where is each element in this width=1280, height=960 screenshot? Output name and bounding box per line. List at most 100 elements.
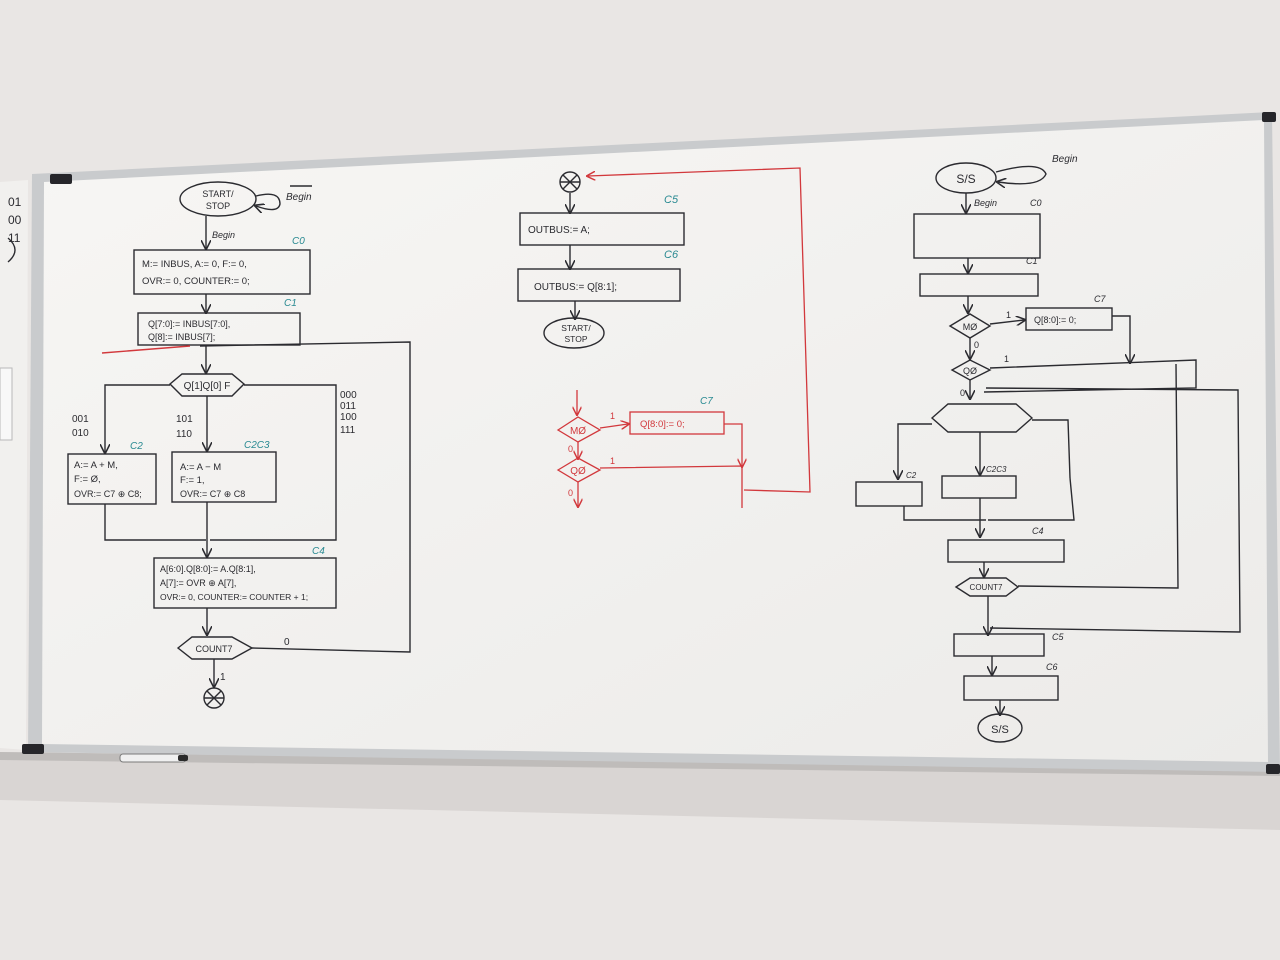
right-c7-tag: C7 [1094,294,1106,304]
red-q0-decision [556,457,602,483]
c2-line-3: OVR:= C7 ⊕ C8; [74,489,142,499]
c2c3-tag: C2C3 [244,440,270,451]
right-c2-tag: C2 [906,471,917,480]
right-begin-loop-label: Begin [1052,154,1078,165]
codes-left-1: 001 [72,414,89,425]
left-board-surface [0,180,28,750]
c2c3-line-3: OVR:= C7 ⊕ C8 [180,489,245,499]
q-decision-label: Q[1]Q[0] F [184,381,231,392]
right-c0-tag: C0 [1030,198,1042,208]
start-label-2: STOP [206,201,230,211]
red-q0-label: QØ [570,466,586,477]
c5-text: OUTBUS:= A; [528,225,590,236]
start-connector-icon [559,171,581,193]
fragment-line-3: 11 [8,231,21,245]
start-stop-node [179,181,257,217]
right-q0-label: QØ [963,366,977,376]
red-m0-label: MØ [570,426,586,437]
red-c7-box [629,411,725,435]
end-connector-icon [203,687,225,709]
c2c3-line-1: A:= A − M [180,462,221,473]
stop-node [543,317,605,349]
right-end-label: S/S [991,724,1009,736]
c2-box [67,453,157,505]
board-corner-clip-br [1266,764,1280,774]
c5-tag: C5 [664,194,679,206]
codes-right-3: 100 [340,412,357,423]
count7-label: COUNT7 [195,644,232,654]
right-flowchart: S/S Begin Begin C0 C1 MØ 1 Q[8:0]:= 0; C… [855,154,1241,743]
c2c3-line-2: F:= 1, [180,475,205,486]
right-count7-node [954,577,1020,597]
right-begin-arrow-label: Begin [974,198,997,208]
c2-line-2: F:= Ø, [74,474,101,485]
right-c4-box [947,539,1065,563]
count-zero-label: 0 [284,637,290,648]
begin-loop-label: Begin [286,192,312,203]
whiteboard-surface [42,120,1268,762]
begin-arrow-label: Begin [212,230,235,240]
right-c2c3-box [941,475,1017,499]
right-begin-loop [996,165,1047,183]
count-loop-back [199,341,411,653]
red-m0-decision [556,416,602,443]
right-main-decision [930,403,1034,433]
c2-line-1: A:= A + M, [74,460,118,471]
c4-line-3: OVR:= 0, COUNTER:= COUNTER + 1; [160,592,308,602]
begin-loop [256,193,281,209]
right-c6-box [963,675,1059,701]
q-decision-node [168,373,246,397]
right-zero-m: 0 [974,340,979,350]
tray-edge [0,752,1280,776]
right-c1-box [919,273,1039,297]
c1-line-1: Q[7:0]:= INBUS[7:0], [148,319,230,329]
right-c1-tag: C1 [1026,256,1038,266]
red-c7-tag: C7 [700,396,713,407]
stop-label-1: START/ [561,323,591,333]
right-c7-text: Q[8:0]:= 0; [1034,315,1076,325]
right-one-q: 1 [1004,354,1009,364]
board-corner-clip-tr [1262,112,1276,122]
c0-box [133,249,311,295]
c2-tag: C2 [130,441,143,452]
right-m0-decision [948,313,992,339]
c0-line-1: M:= INBUS, A:= 0, F:= 0, [142,259,247,270]
right-end-node [977,713,1023,743]
codes-left-2: 010 [72,428,89,439]
right-c0-box [913,213,1041,259]
right-c7-box [1025,307,1113,331]
red-loop [588,167,811,493]
right-c6-tag: C6 [1046,662,1058,672]
c1-line-2: Q[8]:= INBUS[7]; [148,332,215,342]
c6-text: OUTBUS:= Q[8:1]; [534,282,617,293]
codes-mid-2: 110 [176,429,192,440]
c6-tag: C6 [664,249,679,261]
right-m0-label: MØ [963,322,978,332]
right-c4-tag: C4 [1032,526,1044,536]
right-c5-tag: C5 [1052,632,1064,642]
codes-right-4: 111 [340,425,356,436]
right-one-m: 1 [1006,310,1011,320]
left-flowchart: START/ STOP Begin Begin C0 M:= INBUS, A:… [67,181,411,709]
red-fragment: MØ 1 Q[8:0]:= 0; C7 0 QØ 1 0 [556,390,742,508]
board-corner-clip-bl [22,744,44,754]
c5-box [519,212,685,246]
middle-flowchart: C5 OUTBUS:= A; C6 OUTBUS:= Q[8:1]; START… [517,171,685,349]
right-c5-box [953,633,1045,657]
c4-tag: C4 [312,546,325,557]
right-c2-box [855,481,923,507]
marker-pen [119,753,188,763]
c2c3-box [171,451,277,503]
red-zero-b: 0 [568,488,573,498]
codes-right-2: 011 [340,401,356,412]
start-label-1: START/ [202,189,234,199]
codes-right-1: 000 [340,390,357,401]
board-corner-clip-tl [50,174,72,184]
right-count7-label: COUNT7 [970,583,1003,592]
c6-box [517,268,681,302]
red-one-a: 1 [610,411,615,421]
red-one-b: 1 [610,456,615,466]
right-c2c3-tag: C2C3 [986,465,1007,474]
red-divider-line [101,345,191,354]
